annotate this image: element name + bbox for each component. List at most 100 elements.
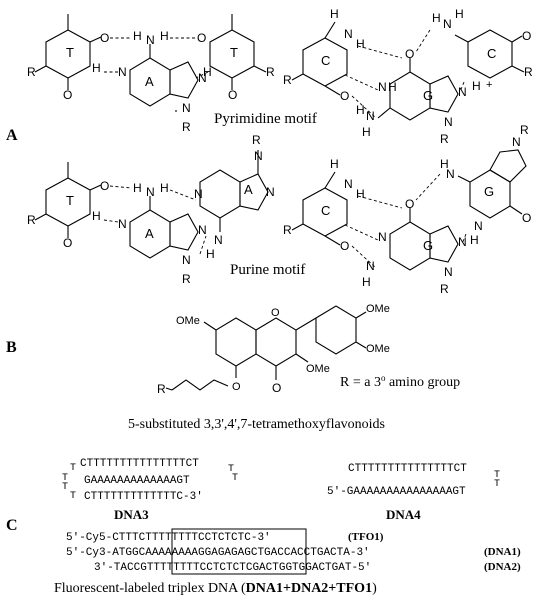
base-letter-c: C — [487, 46, 496, 61]
atom-n: N — [198, 71, 207, 85]
atom-h: H — [133, 181, 142, 195]
base-letter-c: C — [321, 53, 330, 68]
panel-b-caption: 5-substituted 3,3',4',7-tetramethoxyflav… — [128, 417, 385, 432]
base-letter-g: G — [423, 238, 433, 253]
atom-h: H — [160, 29, 169, 43]
dna1-label: (DNA1) — [484, 546, 521, 558]
cytosine-right: C N H H H + O R — [432, 7, 533, 93]
cytosine-purine: C N H H R O — [283, 157, 365, 253]
triplex-sequences: 5'-Cy5-CTTTCTTTTTTTTCCTCTCTC-3' (TFO1) 5… — [66, 528, 521, 575]
atom-h: H — [472, 79, 481, 93]
thymine-left: T O H O R — [27, 14, 109, 102]
atom-o: O — [100, 31, 109, 45]
dna3-line-1: CTTTTTTTTTTTTTTTCT — [80, 458, 199, 470]
atom-h: H — [362, 125, 371, 139]
panel-letter-c: C — [6, 517, 18, 534]
atom-h: H — [330, 157, 339, 171]
pyrimidine-motif-caption: Pyrimidine motif — [214, 111, 317, 127]
atom-n: N — [266, 185, 275, 199]
dna3-loop-t5: T — [228, 464, 234, 475]
panel-letter-a: A — [6, 127, 18, 144]
dna4-line-1: CTTTTTTTTTTTTTTTCT — [348, 463, 467, 475]
atom-h: H — [356, 187, 365, 201]
atom-r: R — [182, 120, 191, 134]
flavonoid-structure: O O O R OMe OMe OMe OMe — [157, 303, 390, 396]
atom-r: R — [283, 223, 292, 237]
methoxy-3: OMe — [306, 363, 330, 375]
base-letter-c: C — [321, 203, 330, 218]
atom-h: H — [362, 275, 371, 289]
atom-o: O — [405, 47, 414, 61]
atom-n: N — [366, 259, 375, 273]
atom-r: R — [252, 133, 261, 147]
atom-h: H — [160, 181, 169, 195]
atom-h: H — [92, 61, 101, 75]
r-definition: R = a 3o amino group — [340, 373, 460, 390]
dna3-loop-t3: T — [62, 482, 68, 493]
atom-h: H — [92, 209, 101, 223]
atom-o: O — [522, 29, 531, 43]
atom-n: N — [366, 109, 375, 123]
atom-o: O — [272, 381, 281, 395]
methoxy-4p: OMe — [366, 303, 390, 315]
atom-o: O — [271, 307, 280, 319]
panel-c-caption: Fluorescent-labeled triplex DNA (DNA1+DN… — [54, 581, 377, 596]
dna3-loop-t2: T — [62, 473, 68, 484]
atom-o: O — [405, 197, 414, 211]
pyrimidine-motif: T O H O R A N H H N N N R T O — [27, 7, 533, 146]
atom-h: H — [432, 11, 441, 25]
atom-h: H — [470, 233, 479, 247]
thymine-purine: T O H O R — [27, 162, 109, 250]
base-letter-t: T — [230, 45, 238, 60]
dna3-loop-t4: T — [70, 491, 76, 502]
triplex-region-box — [171, 528, 307, 575]
thymine-right: T O H O R — [197, 14, 275, 102]
base-letter-a: A — [244, 182, 253, 197]
cytosine-left: C H N H R O — [283, 7, 365, 103]
tfo1-sequence: 5'-Cy5-CTTTCTTTTTTTTCCTCTCTC-3' — [66, 532, 271, 544]
atom-n: N — [344, 177, 353, 191]
atom-o: O — [228, 88, 237, 102]
dna3-label: DNA3 — [114, 507, 149, 522]
atom-o: O — [100, 179, 109, 193]
dna4-label: DNA4 — [386, 507, 421, 522]
atom-n: N — [118, 217, 127, 231]
atom-h: H — [455, 7, 464, 21]
atom-o: O — [63, 88, 72, 102]
methoxy-3p: OMe — [366, 343, 390, 355]
atom-h: H — [356, 103, 365, 117]
base-letter-a: A — [145, 226, 154, 241]
atom-r: R — [440, 132, 449, 146]
dna4-loop-t1: T — [494, 470, 500, 481]
atom-r: R — [27, 65, 36, 79]
dna2-sequence: 3'-TACCGTTTTTTTTCCTCTCTCGACTGGTGGACTGAT-… — [94, 562, 371, 574]
adenine-purine-right: A N R N N H N — [194, 133, 275, 261]
atom-n: N — [446, 167, 455, 181]
atom-n: N — [344, 27, 353, 41]
atom-n: N — [443, 17, 452, 31]
guanine-purine-right: G N R O N H N H — [440, 123, 531, 247]
atom-n: N — [194, 187, 203, 201]
base-letter-a: A — [145, 74, 154, 89]
atom-n: N — [214, 233, 223, 247]
atom-r: R — [520, 123, 529, 137]
purine-motif-caption: Purine motif — [230, 262, 305, 278]
purine-motif: T O H O R A N H H N N N R A N R N — [27, 133, 275, 286]
guanine-center: G O N H N N R N H H — [356, 47, 467, 146]
atom-h: H — [330, 7, 339, 21]
dna3-line-2: GAAAAAAAAAAAAAGT — [84, 475, 190, 487]
dna3-loop-t1: T — [70, 463, 76, 474]
atom-n: N — [146, 33, 155, 47]
dna4-loop-t2: T — [494, 479, 500, 490]
atom-n: N — [474, 219, 483, 233]
panel-letter-b: B — [6, 339, 17, 356]
atom-o: O — [63, 236, 72, 250]
atom-r: R — [440, 282, 449, 296]
base-letter-g: G — [423, 88, 433, 103]
atom-n: N — [198, 223, 207, 237]
dna4-hairpin: CTTTTTTTTTTTTTTTCT 5'-GAAAAAAAAAAAAAAAGT… — [327, 463, 500, 498]
atom-r: R — [27, 213, 36, 227]
dna4-line-2: 5'-GAAAAAAAAAAAAAAAGT — [327, 486, 466, 498]
atom-h: H — [133, 29, 142, 43]
atom-o: O — [232, 381, 241, 393]
